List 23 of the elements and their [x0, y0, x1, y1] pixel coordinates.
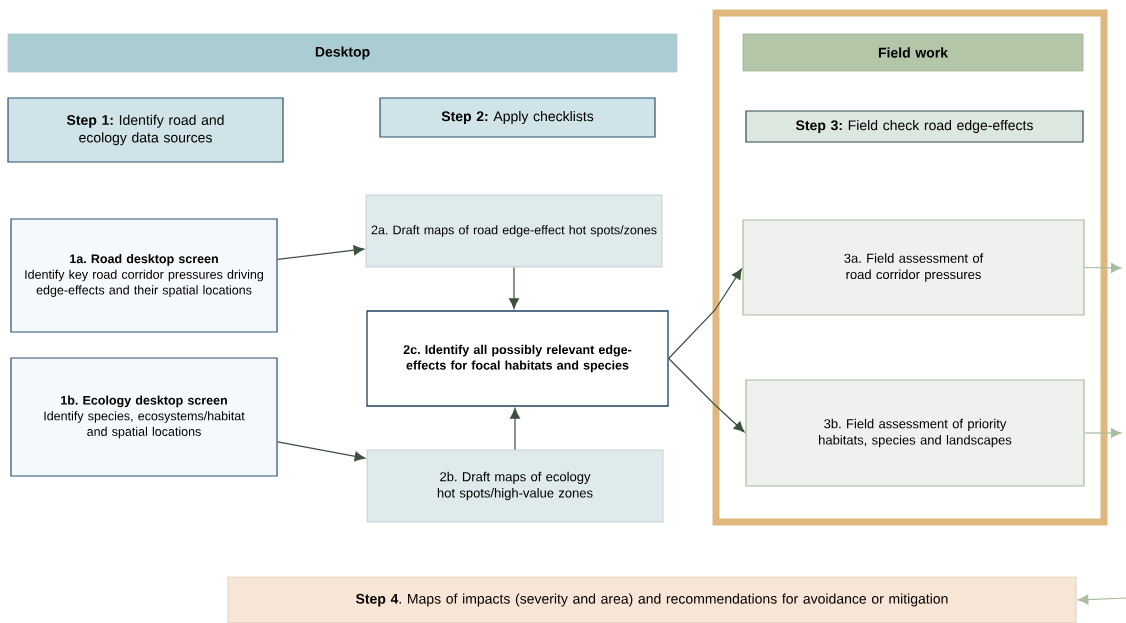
process-box: 3b. Field assessment of priority habitats, species and landscapes — [745, 379, 1085, 487]
arrow — [1084, 262, 1122, 273]
step-box: Step 2: Apply checklists — [379, 97, 656, 138]
arrow — [277, 245, 365, 261]
group-frame — [712, 9, 1108, 526]
step-box: Step 4. Maps of impacts (severity and area) and recommendations for avoidance or mitigation — [227, 576, 1077, 623]
band-header: Desktop — [7, 33, 678, 73]
arrow — [1077, 594, 1126, 605]
arrow — [509, 266, 519, 309]
step-box: Step 3: Field check road edge-effects — [745, 110, 1084, 143]
process-box: 2b. Draft maps of ecology hot spots/high-value zones — [366, 449, 664, 523]
arrow — [668, 268, 742, 360]
arrow — [510, 408, 520, 451]
arrow — [668, 357, 745, 433]
band-header: Field work — [742, 33, 1084, 72]
step-box: Step 1: Identify road and ecology data sources — [7, 97, 284, 163]
process-box: 1a. Road desktop screen Identify key road corridor pressures driving edge-effects and their spatial locations — [10, 218, 278, 333]
process-box: 2a. Draft maps of road edge-effect hot spots/zones — [365, 194, 663, 268]
process-box: 3a. Field assessment of road corridor pressures — [742, 219, 1085, 316]
arrow — [277, 441, 366, 462]
process-box: 2c. Identify all possibly relevant edge-effects for focal habitats and species — [366, 310, 669, 407]
process-box: 1b. Ecology desktop screen Identify species, ecosystems/habitat and spatial locations — [10, 357, 278, 477]
arrow — [1084, 428, 1122, 438]
